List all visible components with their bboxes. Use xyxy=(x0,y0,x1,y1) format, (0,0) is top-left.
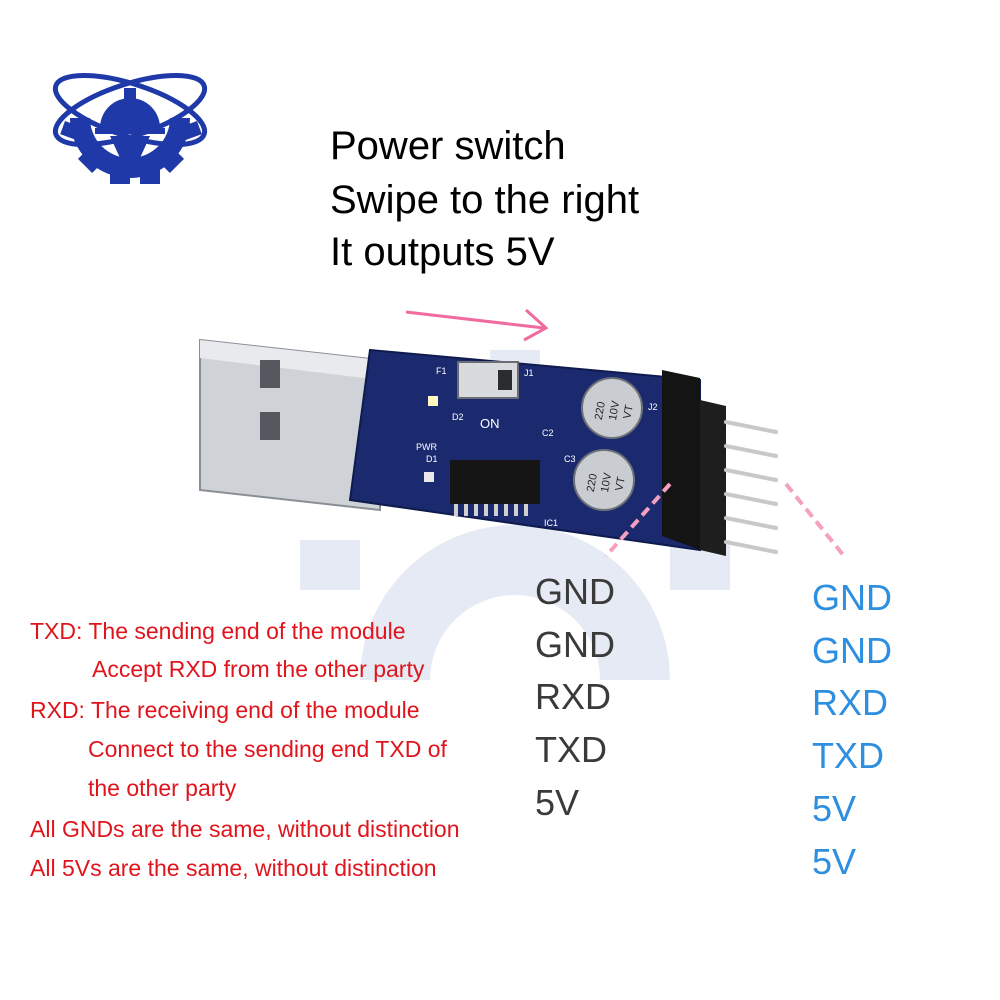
board-label-pwr: PWR xyxy=(416,442,437,452)
title-line-1: Power switch xyxy=(330,124,566,168)
usb-ttl-module: ON F1 J1 J2 C2 C3 PWR D1 D2 IC1 220 10V … xyxy=(199,338,778,556)
title-line-2: Swipe to the right xyxy=(330,178,640,222)
board-label-f1: F1 xyxy=(436,366,447,376)
usb-slot xyxy=(260,412,280,440)
pin-label-left-3: RXD xyxy=(535,676,612,717)
led-d1 xyxy=(424,472,434,482)
pin-header xyxy=(662,370,778,556)
board-label-c2: C2 xyxy=(542,428,554,438)
svg-text:220: 220 xyxy=(585,473,600,493)
leader-line-right xyxy=(784,482,846,558)
usb-slot xyxy=(260,360,280,388)
svg-text:10V: 10V xyxy=(607,399,622,421)
svg-text:220: 220 xyxy=(593,401,608,421)
pin-label-right-3: RXD xyxy=(812,682,889,723)
pin-label-right-4: TXD xyxy=(812,735,884,776)
svg-text:10V: 10V xyxy=(599,471,614,493)
ic-chip xyxy=(450,460,540,516)
note-rxd-detail-1: Connect to the sending end TXD of xyxy=(88,736,447,762)
capacitor-top: 220 10V VT xyxy=(581,377,643,439)
board-label-j2: J2 xyxy=(648,402,658,412)
note-rxd: RXD: The receiving end of the module xyxy=(30,697,420,723)
capacitor-bottom: 220 10V VT xyxy=(573,449,635,511)
gear-icon xyxy=(60,118,202,184)
note-rxd-detail-2: the other party xyxy=(88,775,237,801)
led-pwr xyxy=(428,396,438,406)
pin-label-left-2: GND xyxy=(535,624,615,665)
svg-text:VT: VT xyxy=(621,404,635,420)
note-gnd: All GNDs are the same, without distincti… xyxy=(30,816,460,842)
pin-label-left-4: TXD xyxy=(535,729,607,770)
brand-logo xyxy=(52,72,208,184)
board-label-c3: C3 xyxy=(564,454,576,464)
leader-line-left xyxy=(604,482,672,558)
pin-label-right-2: GND xyxy=(812,630,892,671)
board-label-j1: J1 xyxy=(524,368,534,378)
usb-plug xyxy=(199,338,381,512)
board-label-ic1: IC1 xyxy=(544,518,558,528)
pin-label-left-5: 5V xyxy=(535,782,580,823)
note-txd: TXD: The sending end of the module xyxy=(30,618,406,644)
pin-label-right-1: GND xyxy=(812,577,892,618)
pin-label-left-1: GND xyxy=(535,571,615,612)
board-label-d1: D1 xyxy=(426,454,438,464)
pin-label-right-6: 5V xyxy=(812,841,857,882)
title-line-3: It outputs 5V xyxy=(330,230,555,274)
pin-label-right-5: 5V xyxy=(812,788,857,829)
power-switch xyxy=(457,361,519,399)
board-label-on: ON xyxy=(480,416,500,431)
board-label-d2: D2 xyxy=(452,412,464,422)
svg-text:VT: VT xyxy=(613,476,627,492)
atom-icon xyxy=(52,72,208,148)
note-5v: All 5Vs are the same, without distinctio… xyxy=(30,855,437,881)
arrow-right-icon xyxy=(405,308,549,342)
helmet-icon xyxy=(95,88,165,158)
note-txd-detail: Accept RXD from the other party xyxy=(92,656,425,682)
